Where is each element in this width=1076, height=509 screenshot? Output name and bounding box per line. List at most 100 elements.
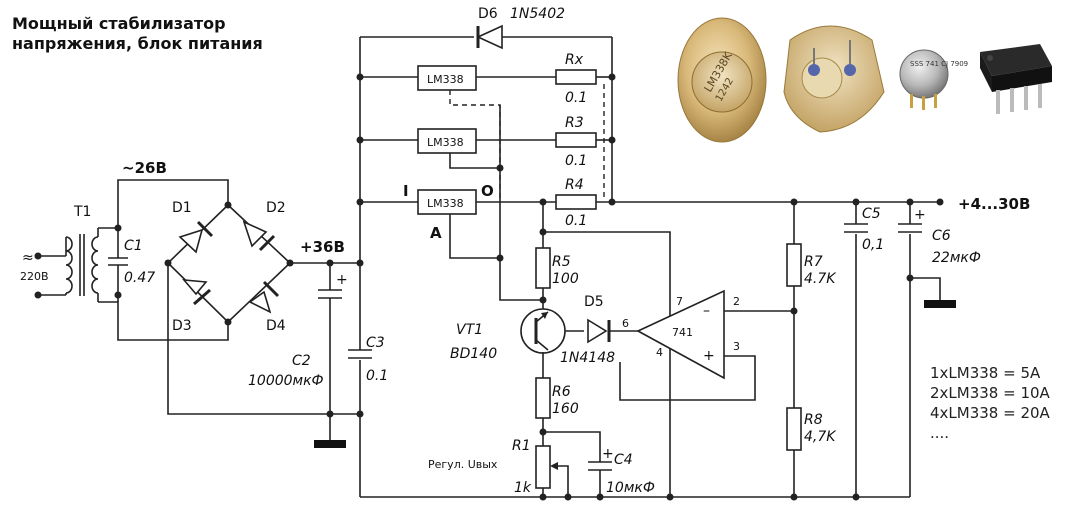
c1-value: 0.47 [124,270,155,286]
t1-label: T1 [73,204,91,220]
c5-value: 0,1 [862,237,884,253]
title-line-2: напряжения, блок питания [12,34,263,53]
resistor-r7: R7 4.7K [786,243,837,287]
note-1: 1xLM338 = 5A [930,364,1041,382]
photo-741-dip8 [980,44,1052,114]
bridge-rectifier: D1 D2 D3 D4 [164,200,294,334]
pin-o-label: O [481,182,494,200]
pin7-label: 7 [676,295,683,308]
c3-label: C3 [366,335,385,351]
pin6-label: 6 [622,317,629,330]
ac-secondary-voltage: ~26В [122,159,167,177]
r1-label: R1 [512,438,531,454]
potentiometer-r1: R1 1k Регул. Uвых [428,432,569,497]
lm338-1-text: LM338 [427,73,464,86]
r3-value: 0.1 [565,153,587,169]
resistor-r4: R4 0.1 [555,177,940,229]
capacitor-c4: + C4 10мкФ [588,446,655,497]
r4-value: 0.1 [565,213,587,229]
r8-value: 4,7K [804,429,837,445]
photo-741-to39: SSS 741 CJ 7909 [899,49,968,110]
r1-value: 1k [514,480,532,496]
capacitor-c5: C5 0,1 [842,206,884,253]
to39-marking: SSS 741 CJ 7909 [910,60,968,68]
current-notes: 1xLM338 = 5A 2xLM338 = 10A 4xLM338 = 20A… [930,364,1051,442]
opamp-label: 741 [672,326,693,339]
r5-label: R5 [552,254,571,270]
r7-label: R7 [804,254,823,270]
d5-label: D5 [584,294,604,310]
regulator-lm338-3: LM338 I O A [360,182,556,301]
pin3-label: 3 [733,340,740,353]
ac-symbol: ≈ [22,250,34,266]
regulator-lm338-2: LM338 [360,128,556,169]
dc-rail-voltage: +36В [300,238,345,256]
c3-value: 0.1 [366,368,388,384]
r5-value: 100 [552,271,579,287]
pin-a-label: A [430,224,442,242]
r1-note: Регул. Uвых [428,458,498,471]
resistor-r6: R6 160 [535,377,579,432]
c2-value: 10000мкФ [248,373,324,389]
opamp-741: 741 – + 6 7 4 2 3 [622,289,740,380]
r4-label: R4 [565,177,584,193]
r3-label: R3 [565,115,584,131]
c6-value: 22мкФ [932,250,981,266]
capacitor-c3: C3 0.1 [346,335,388,384]
photo-lm338-to3-front: LM338K 1242 [677,17,767,143]
d3-label: D3 [172,318,192,334]
title-line-1: Мощный стабилизатор [12,14,226,33]
diode-d4 [248,280,280,314]
ground-symbol [314,440,346,448]
capacitor-c2: + C2 10000мкФ [248,263,348,414]
regulator-lm338-1: LM338 [360,65,556,202]
c6-plus: + [914,207,926,223]
c5-label: C5 [862,206,881,222]
r6-value: 160 [552,401,579,417]
d6-label: D6 [478,6,498,22]
ac-input: ≈ 220В [20,250,66,299]
transistor-vt1: VT1 BD140 [450,308,584,378]
capacitor-c6: + C6 22мкФ [896,207,981,266]
r8-label: R8 [804,412,823,428]
diagram-title: Мощный стабилизатор напряжения, блок пит… [12,14,263,54]
resistor-r5: R5 100 [535,232,579,312]
d5-value: 1N4148 [560,350,615,366]
note-4: .... [930,424,949,442]
pin4-label: 4 [656,346,663,359]
transformer-t1: T1 [65,204,99,302]
diode-d2 [242,220,276,252]
r6-label: R6 [552,384,571,400]
c6-label: C6 [932,228,951,244]
resistor-r8: R8 4,7K [786,407,837,451]
opamp-minus: – [703,303,710,319]
opamp-plus: + [703,348,715,364]
vt1-value: BD140 [450,346,497,362]
c4-plus: + [602,446,614,462]
d4-label: D4 [266,318,286,334]
rx-value: 0.1 [565,90,587,106]
c4-value: 10мкФ [606,480,655,496]
ac-voltage-label: 220В [20,270,49,283]
d6-value: 1N5402 [510,6,565,22]
diode-d6: D6 1N5402 [360,6,612,50]
note-3: 4xLM338 = 20A [930,404,1051,422]
d2-label: D2 [266,200,286,216]
r7-value: 4.7K [804,271,837,287]
resistor-rx: Rx 0.1 [555,52,612,106]
rx-label: Rx [565,52,584,68]
output-ground-symbol [924,300,956,308]
diode-d1 [178,220,214,254]
diode-d3 [182,279,211,306]
lm338-3-text: LM338 [427,197,464,210]
vt1-label: VT1 [456,322,483,338]
output-voltage: +4...30В [958,195,1030,213]
lm338-2-text: LM338 [427,136,464,149]
diode-d5: D5 1N4148 [560,294,638,366]
note-2: 2xLM338 = 10A [930,384,1051,402]
c2-label: C2 [292,353,311,369]
pin2-label: 2 [733,295,740,308]
resistor-r3: R3 0.1 [555,115,612,169]
pin-i-label: I [403,182,409,200]
